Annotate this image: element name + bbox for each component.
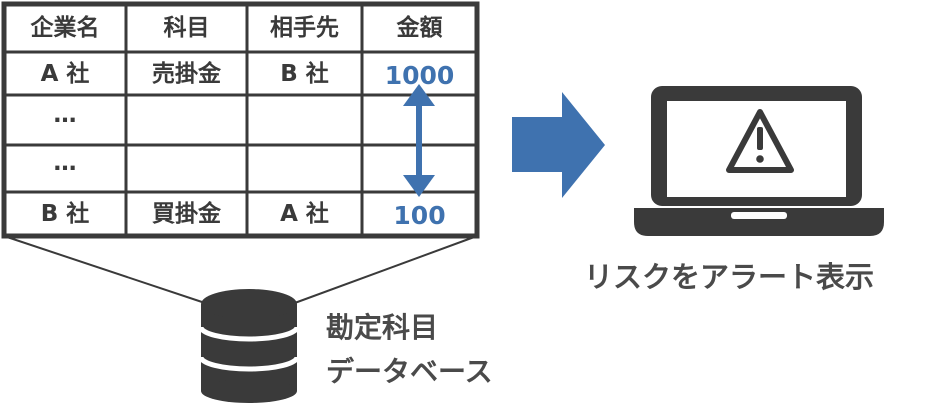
table-cell-amount: 1000: [384, 61, 455, 90]
table-cell-company: B 社: [40, 201, 90, 227]
table-header-company: 企業名: [30, 15, 100, 41]
table-cell-account: 買掛金: [152, 201, 221, 227]
table-header-account: 科目: [163, 15, 210, 41]
table-grid: [1, 1, 480, 239]
alert-label: リスクをアラート表示: [584, 260, 875, 294]
table-cell-ellipsis: …: [53, 150, 77, 176]
right-arrow-icon: [512, 92, 605, 198]
database-label-line1: 勘定科目: [326, 311, 439, 344]
database-icon: [198, 289, 300, 403]
table-cell-amount: 100: [393, 201, 446, 230]
table-cell-account: 売掛金: [152, 61, 221, 87]
table-cell-ellipsis: …: [53, 102, 77, 128]
table-cell-counterparty: B 社: [280, 61, 329, 87]
warning-icon: [726, 109, 794, 173]
table-cell-counterparty: A 社: [280, 201, 329, 227]
double-arrow-icon: [403, 84, 435, 197]
table-cell-company: A 社: [40, 61, 90, 87]
table-header-counterparty: 相手先: [270, 15, 339, 41]
table-header-amount: 金額: [396, 15, 443, 41]
funnel-lines: [3, 235, 478, 305]
database-label-line2: データベース: [326, 355, 493, 388]
